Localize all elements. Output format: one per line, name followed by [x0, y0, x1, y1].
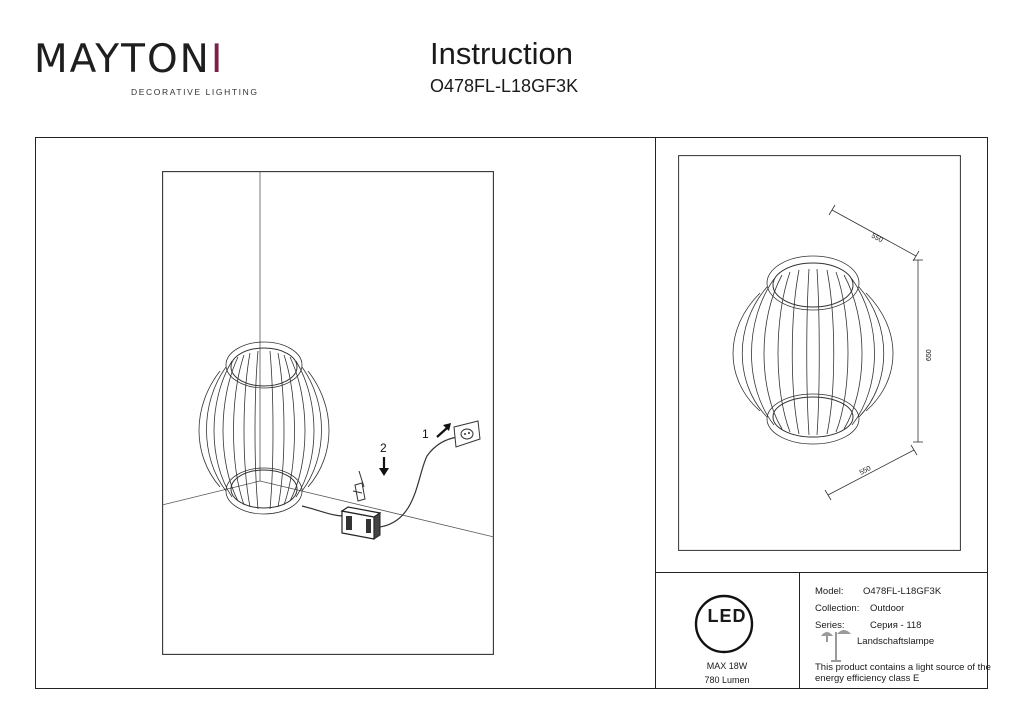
spec-collection-label: Collection: — [815, 603, 860, 614]
dimension-height: 650 — [926, 349, 933, 361]
spec-divider-vertical — [799, 572, 800, 689]
power-info: MAX 18W 780 Lumen — [655, 659, 799, 687]
dimension-width: 550 — [870, 233, 884, 245]
brand-logo: MAYTONI DECORATIVE LIGHTING — [34, 37, 257, 97]
brand-name: MAYTONI — [34, 37, 225, 82]
lantern-cage — [198, 341, 330, 515]
step-2-label: 2 — [380, 441, 387, 455]
power-driver — [340, 506, 382, 540]
frame-divider-horizontal — [655, 572, 988, 573]
content-frame — [35, 137, 988, 689]
arrow-step-1-icon — [436, 423, 451, 438]
led-badge-icon — [694, 594, 754, 654]
mounting-peg — [352, 470, 366, 502]
spec-collection-value: Outdoor — [870, 603, 905, 614]
landscape-lamp-icon — [821, 630, 851, 662]
dimension-drawing: 550 650 550 — [678, 155, 961, 551]
brand-name-accent: I — [210, 37, 225, 82]
dimension-depth: 550 — [859, 465, 873, 477]
spec-model-value: O478FL-L18GF3K — [863, 586, 942, 597]
spec-series-value: Серия - 118 — [870, 620, 922, 631]
max-power: MAX 18W — [706, 661, 748, 671]
energy-note-line-2: energy efficiency class E — [815, 673, 920, 684]
document-title: Instruction — [430, 36, 574, 71]
arrow-step-2-icon — [379, 457, 389, 476]
header-model-code: O478FL-L18GF3K — [430, 76, 579, 96]
frame-divider-vertical — [655, 137, 656, 689]
spec-lamp-type: Landschaftslampe — [857, 636, 935, 647]
spec-model-label: Model: — [815, 586, 844, 597]
step-1-label: 1 — [422, 427, 429, 441]
brand-tagline: DECORATIVE LIGHTING — [131, 87, 259, 97]
wall-socket — [453, 420, 481, 448]
led-badge-text: LED — [707, 606, 747, 626]
spec-series-label: Series: — [815, 620, 845, 631]
lantern-cage-dim — [732, 255, 894, 445]
installation-illustration: 1 2 — [162, 171, 494, 655]
lumen-output: 780 Lumen — [704, 675, 750, 685]
energy-note-line-1: This product contains a light source of … — [815, 662, 991, 673]
